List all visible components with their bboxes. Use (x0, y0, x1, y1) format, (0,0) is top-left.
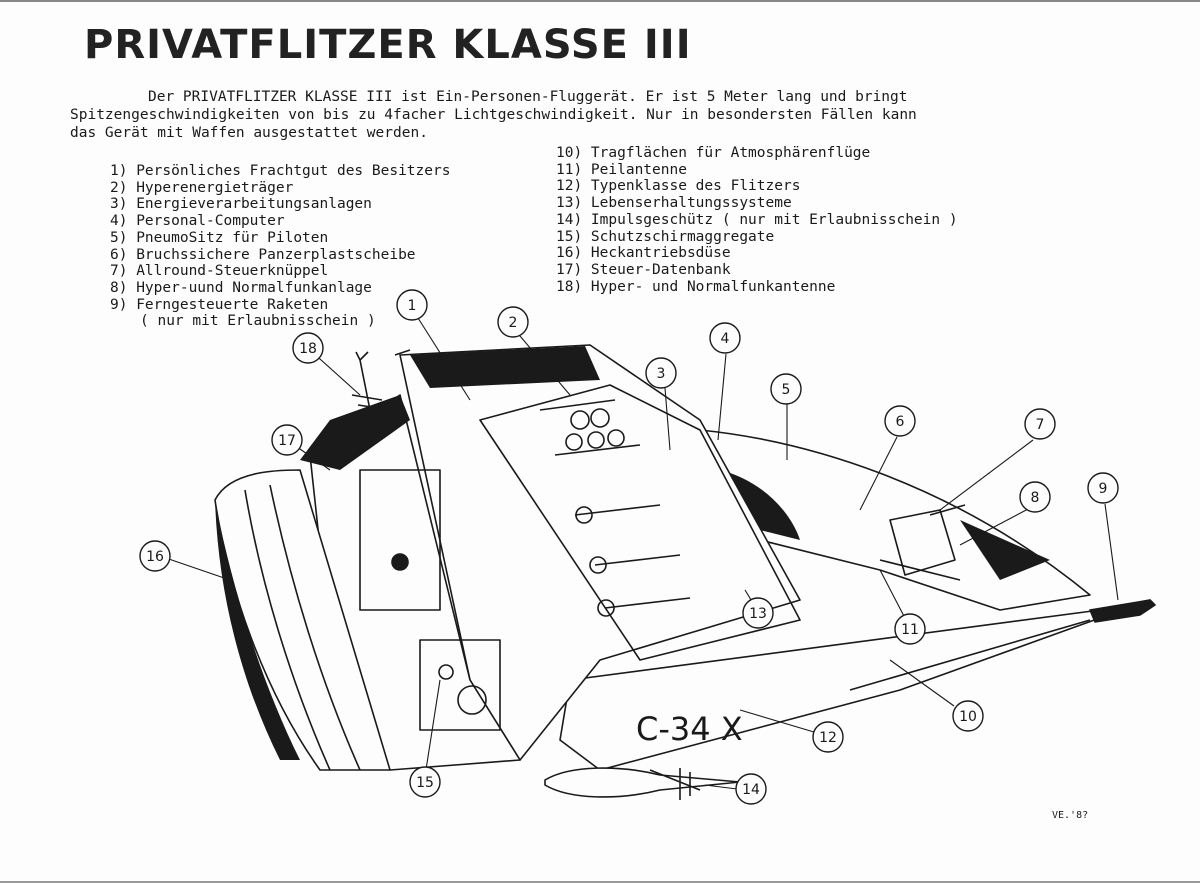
engine-block-top-shading (410, 346, 600, 388)
callout-15: 15 (409, 766, 441, 798)
pilot-seat (889, 509, 956, 576)
svg-text:4: 4 (721, 331, 730, 347)
callout-12: 12 (812, 721, 844, 753)
legend-item: 12) Typenklasse des Flitzers (556, 178, 801, 195)
nose-missile (1089, 599, 1156, 623)
intro-line: das Gerät mit Waffen ausgestattet werden… (70, 125, 428, 141)
svg-text:12: 12 (819, 730, 837, 746)
legend-item: 15) Schutzschirmaggregate (556, 228, 775, 245)
svg-text:11: 11 (901, 622, 919, 638)
legend-right: 10) Tragflächen für Atmosphärenflüge 11)… (556, 145, 958, 295)
svg-text:17: 17 (278, 433, 296, 449)
callout-16: 16 (139, 540, 171, 572)
shield-unit-window (419, 639, 501, 731)
data-bank-window (359, 469, 441, 611)
callout-9: 9 (1087, 472, 1119, 504)
energy-compartment (479, 384, 801, 661)
callout-3: 3 (645, 357, 677, 389)
legend-item: 17) Steuer-Datenbank (556, 261, 731, 278)
shield-generator (457, 685, 487, 715)
svg-text:2: 2 (509, 315, 518, 331)
legend-item: 7) Allround-Steuerknüppel (110, 263, 329, 280)
callout-10: 10 (952, 700, 984, 732)
control-stick (929, 504, 966, 516)
spacecraft-illustration: C-34 X (214, 344, 1156, 800)
shield-generator (438, 664, 454, 680)
svg-text:7: 7 (1036, 417, 1045, 433)
legend-item: 14) Impulsgeschütz ( nur mit Erlaubnissc… (556, 211, 958, 228)
wing-line (849, 619, 1091, 691)
svg-text:3: 3 (657, 366, 666, 382)
legend-item: 16) Heckantriebsdüse (556, 245, 731, 262)
callout-4: 4 (709, 322, 741, 354)
svg-text:18: 18 (299, 341, 317, 357)
data-bank-node (391, 553, 409, 571)
svg-text:8: 8 (1031, 490, 1040, 506)
hull-marking: C-34 X (636, 710, 743, 748)
svg-text:5: 5 (782, 382, 791, 398)
legend-item: 11) Peilantenne (556, 161, 687, 178)
page-title: PRIVATFLITZER KLASSE III (84, 22, 692, 68)
antenna (351, 351, 383, 411)
legend-left: 1) Persönliches Frachtgut des Besitzers … (110, 163, 450, 330)
svg-text:9: 9 (1099, 481, 1108, 497)
callout-8: 8 (1019, 481, 1051, 513)
svg-text:16: 16 (146, 549, 164, 565)
legend-item: 10) Tragflächen für Atmosphärenflüge (556, 145, 871, 161)
callout-13: 13 (742, 597, 774, 629)
svg-text:14: 14 (742, 782, 760, 798)
callout-18: 18 (292, 332, 324, 364)
intro-line: Spitzengeschwindigkeiten von bis zu 4fac… (70, 107, 917, 123)
callout-5: 5 (770, 373, 802, 405)
intro-line: Der PRIVATFLITZER KLASSE III ist Ein-Per… (148, 89, 908, 105)
legend-item: 8) Hyper-uund Normalfunkanlage (110, 279, 372, 296)
callout-2: 2 (497, 306, 529, 338)
callout-14: 14 (735, 773, 767, 805)
svg-text:6: 6 (896, 414, 905, 430)
svg-text:13: 13 (749, 606, 767, 622)
canopy-shading (960, 520, 1050, 580)
canopy-shading (720, 470, 800, 540)
legend-item: 1) Persönliches Frachtgut des Besitzers (110, 163, 451, 179)
svg-text:10: 10 (959, 709, 977, 725)
legend-item: 2) Hyperenergieträger (110, 179, 294, 196)
rear-nozzle-rim (215, 500, 300, 760)
rear-nozzle-ring (269, 484, 361, 771)
rear-nozzle-ring (244, 489, 331, 771)
svg-text:15: 15 (416, 775, 434, 791)
legend-item: 6) Bruchssichere Panzerplastscheibe (110, 246, 416, 263)
impulse-gun-detail (649, 768, 701, 800)
artist-signature: VE.'8? (1052, 810, 1088, 821)
legend-item: 4) Personal-Computer (110, 213, 285, 230)
callout-17: 17 (271, 424, 303, 456)
antenna-mast (394, 349, 411, 356)
legend-item: 13) Lebenserhaltungssysteme (556, 195, 792, 212)
energy-cells (539, 399, 691, 617)
callouts: 1 2 3 4 5 6 7 8 9 10 11 12 13 14 15 16 1… (139, 289, 1119, 805)
intro-paragraph: Der PRIVATFLITZER KLASSE III ist Ein-Per… (70, 88, 1060, 142)
rear-section-shading (300, 395, 410, 470)
svg-text:1: 1 (408, 298, 417, 314)
legend-item-note: ( nur mit Erlaubnisschein ) (140, 313, 376, 330)
callout-6: 6 (884, 405, 916, 437)
callout-11: 11 (894, 613, 926, 645)
legend-item: 18) Hyper- und Normalfunkantenne (556, 278, 836, 295)
legend-item: 3) Energieverarbeitungsanlagen (110, 196, 372, 213)
legend-item: 9) Ferngesteuerte Raketen (110, 296, 329, 313)
callout-leaders (159, 317, 1119, 791)
callout-1: 1 (396, 289, 428, 321)
impulse-gun (544, 767, 741, 798)
callout-7: 7 (1024, 408, 1056, 440)
legend-item: 5) PneumoSitz für Piloten (110, 229, 329, 246)
